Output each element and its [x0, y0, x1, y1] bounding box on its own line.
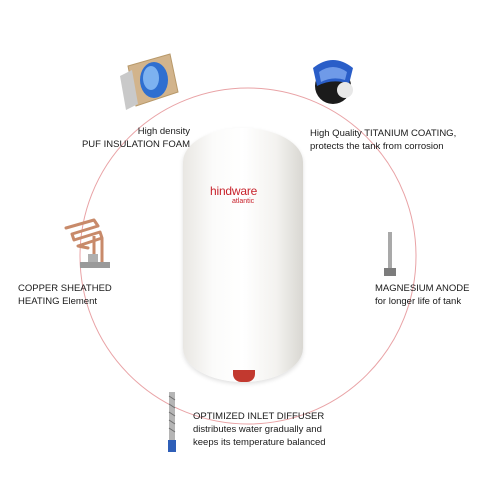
inlet-diffuser-icon — [168, 392, 176, 452]
titanium-tank-icon — [313, 60, 353, 104]
brand-sub: atlantic — [232, 198, 255, 205]
feature-diffuser-line2: distributes water gradually and — [193, 424, 322, 435]
feature-diffuser-line1: OPTIMIZED INLET DIFFUSER — [193, 411, 325, 422]
feature-coating-line2: protects the tank from corrosion — [310, 141, 444, 152]
feature-insulation-line1: High density — [137, 126, 190, 137]
feature-diffuser: OPTIMIZED INLET DIFFUSER distributes wat… — [193, 410, 373, 449]
feature-heating-line1: COPPER SHEATHED — [18, 283, 112, 294]
insulation-foam-icon — [120, 53, 179, 110]
feature-coating-line1: High Quality TITANIUM COATING, — [310, 128, 457, 139]
feature-insulation: High density PUF INSULATION FOAM — [55, 125, 190, 151]
feature-anode: MAGNESIUM ANODE for longer life of tank — [375, 282, 495, 308]
feature-anode-line2: for longer life of tank — [375, 296, 462, 307]
feature-heating: COPPER SHEATHED HEATING Element — [18, 282, 138, 308]
feature-anode-line1: MAGNESIUM ANODE — [375, 283, 470, 294]
feature-heating-line2: HEATING Element — [18, 296, 98, 307]
feature-insulation-line2: PUF INSULATION FOAM — [81, 139, 190, 150]
brand-logo: hindware atlantic — [210, 185, 280, 205]
water-heater — [183, 128, 303, 382]
copper-heating-element-icon — [64, 218, 110, 268]
magnesium-anode-icon — [384, 232, 396, 276]
feature-coating: High Quality TITANIUM COATING, protects … — [310, 127, 495, 153]
feature-diffuser-line3: keeps its temperature balanced — [193, 437, 326, 448]
heater-outlet — [233, 370, 255, 382]
brand-name: hindware — [210, 184, 258, 198]
